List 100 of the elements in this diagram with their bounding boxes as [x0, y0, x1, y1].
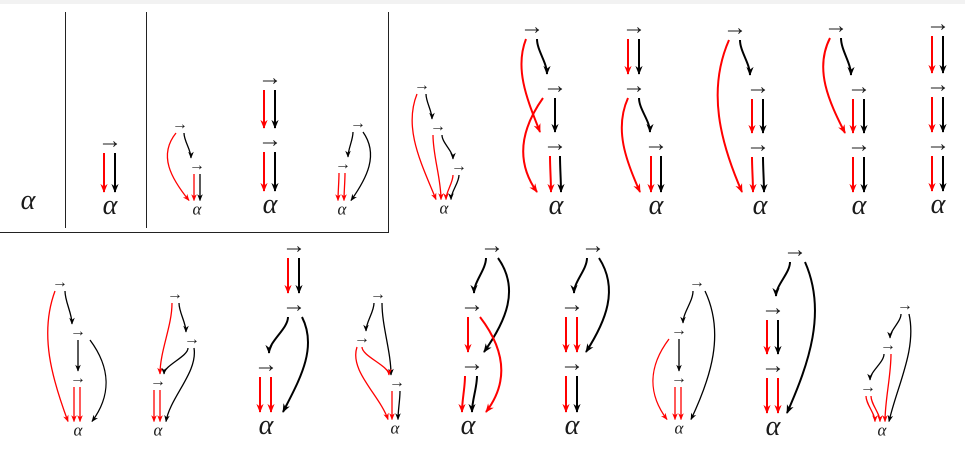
arrow [355, 346, 389, 420]
arrow-symbol: → [783, 238, 807, 262]
arrow-symbol: → [543, 132, 567, 156]
arrow [271, 90, 279, 129]
arrow [197, 174, 203, 202]
arrow-symbol: → [520, 15, 544, 39]
arrow [295, 258, 303, 294]
arrow-symbol: → [451, 159, 467, 175]
arrow [381, 302, 394, 376]
greek-symbol: α [258, 412, 274, 440]
arrow-symbol: → [847, 133, 871, 157]
arrow [939, 156, 947, 192]
arrow [266, 316, 289, 354]
arrow [335, 173, 341, 202]
arrow [749, 157, 757, 193]
arrow [760, 157, 768, 193]
greek-symbol: α [930, 191, 946, 219]
greek-symbol: α [102, 192, 118, 220]
arrow-symbol: → [370, 287, 386, 303]
arrow-symbol: → [258, 128, 282, 152]
arrow [849, 99, 857, 134]
arrow [585, 258, 610, 353]
arrow [822, 38, 846, 134]
arrow [739, 40, 754, 76]
arrow [267, 377, 275, 413]
arrow [458, 376, 466, 413]
greek-symbol: α [752, 192, 768, 220]
arrow-symbol: → [254, 353, 278, 377]
arrow [635, 39, 643, 75]
arrow-symbol: → [926, 132, 950, 156]
arrow-symbol: → [560, 352, 584, 376]
arrow-symbol: → [671, 323, 687, 339]
arrow [151, 390, 157, 422]
arrow [657, 156, 665, 193]
arrow [928, 156, 936, 192]
arrow-symbol: → [860, 380, 876, 396]
arrow-symbol: → [184, 332, 200, 348]
arrow [716, 40, 743, 193]
greek-symbol: α [766, 413, 780, 441]
arrow [652, 338, 670, 420]
arrow [763, 320, 771, 355]
arrow-symbol: → [350, 116, 366, 132]
arrow-symbol: → [460, 293, 484, 317]
arrow [479, 316, 502, 413]
greek-symbol: α [440, 200, 448, 216]
arrow [860, 99, 868, 134]
greek-symbol: α [262, 191, 278, 219]
arrow-symbol: → [70, 324, 86, 340]
arrow [522, 97, 544, 193]
arrow [364, 302, 375, 332]
arrow [939, 97, 947, 133]
arrow [638, 98, 653, 133]
arrow [520, 38, 541, 133]
arrow-symbol: → [746, 133, 770, 157]
arrow [676, 339, 682, 372]
arrow [157, 302, 173, 375]
arrow [444, 174, 454, 200]
arrow [547, 156, 555, 193]
arrow-symbol: → [581, 234, 605, 258]
arrow [763, 378, 771, 414]
arrow-symbol: → [70, 371, 86, 387]
arrow [166, 132, 190, 202]
arrow [680, 290, 694, 324]
arrow [411, 94, 437, 200]
arrow [774, 378, 782, 414]
arrow [774, 320, 782, 355]
arrow [573, 317, 581, 353]
arrow [341, 173, 347, 202]
arrow [157, 390, 163, 422]
arrow [47, 290, 69, 422]
arrow [425, 94, 434, 120]
arrow-symbol: → [897, 298, 913, 314]
arrow [865, 396, 878, 422]
arrow-symbol: → [622, 15, 646, 39]
arrow-symbol: → [282, 234, 306, 258]
arrow [928, 36, 936, 74]
arrow-symbol: → [167, 287, 183, 303]
arrow-symbol: → [430, 119, 446, 135]
arrow [678, 387, 684, 420]
arrow-symbol: → [761, 354, 785, 378]
arrow [571, 258, 588, 294]
arrow [361, 346, 390, 376]
arrow [868, 354, 885, 381]
arrow [928, 97, 936, 133]
greek-symbol: α [192, 200, 202, 218]
arrow-symbol: → [460, 352, 484, 376]
arrow [395, 390, 401, 420]
arrow [573, 376, 581, 413]
greek-symbol: α [674, 420, 684, 436]
arrow [939, 36, 947, 74]
arrow-symbol: → [880, 338, 896, 354]
arrow [849, 157, 857, 193]
arrow-symbol: → [723, 16, 747, 40]
greek-symbol: α [390, 420, 400, 436]
arrow-symbol: → [414, 78, 430, 94]
arrow-symbol: → [644, 132, 668, 156]
arrow [162, 348, 189, 375]
arrow [624, 39, 632, 75]
arrow [882, 354, 892, 422]
arrow [191, 174, 197, 202]
